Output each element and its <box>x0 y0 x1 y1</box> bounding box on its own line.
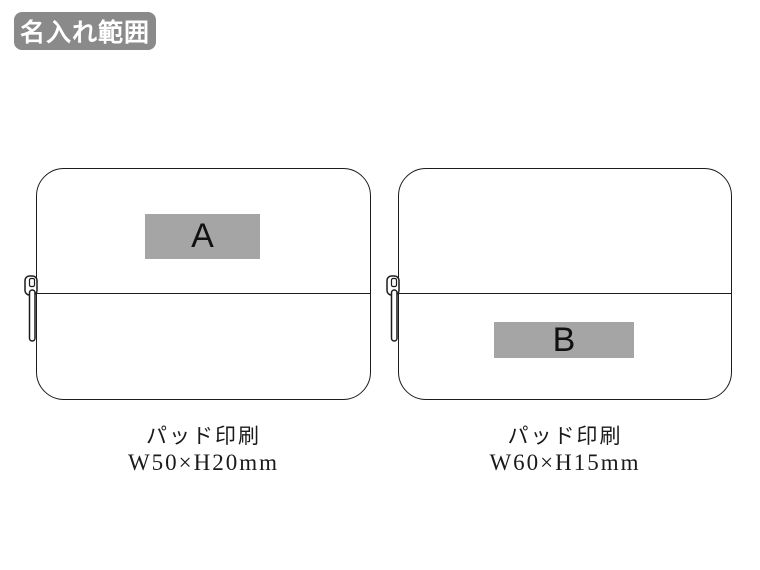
print-area-label-b: B <box>552 320 576 359</box>
caption-print-size-b: W60×H15mm <box>489 450 641 475</box>
zipper-seam-line <box>37 293 370 294</box>
caption-print-size-a: W50×H20mm <box>127 450 280 475</box>
zipper-pull-icon <box>386 275 400 342</box>
zipper-pull-icon <box>24 275 38 342</box>
print-area-a: A <box>145 214 260 259</box>
print-area-b: B <box>494 320 634 359</box>
pouch-outline-b: B <box>386 168 732 400</box>
pouch-outline-a: A <box>24 168 371 400</box>
print-area-badge: 名入れ範囲 <box>14 12 156 50</box>
caption-pouch-a: パッド印刷 W50×H20mm <box>36 423 371 476</box>
caption-print-method-b: パッド印刷 <box>507 424 623 448</box>
print-area-label-a: A <box>191 217 214 255</box>
caption-pouch-b: パッド印刷 W60×H15mm <box>398 423 732 476</box>
caption-print-method-a: パッド印刷 <box>146 424 261 448</box>
zipper-seam-line <box>399 293 731 294</box>
